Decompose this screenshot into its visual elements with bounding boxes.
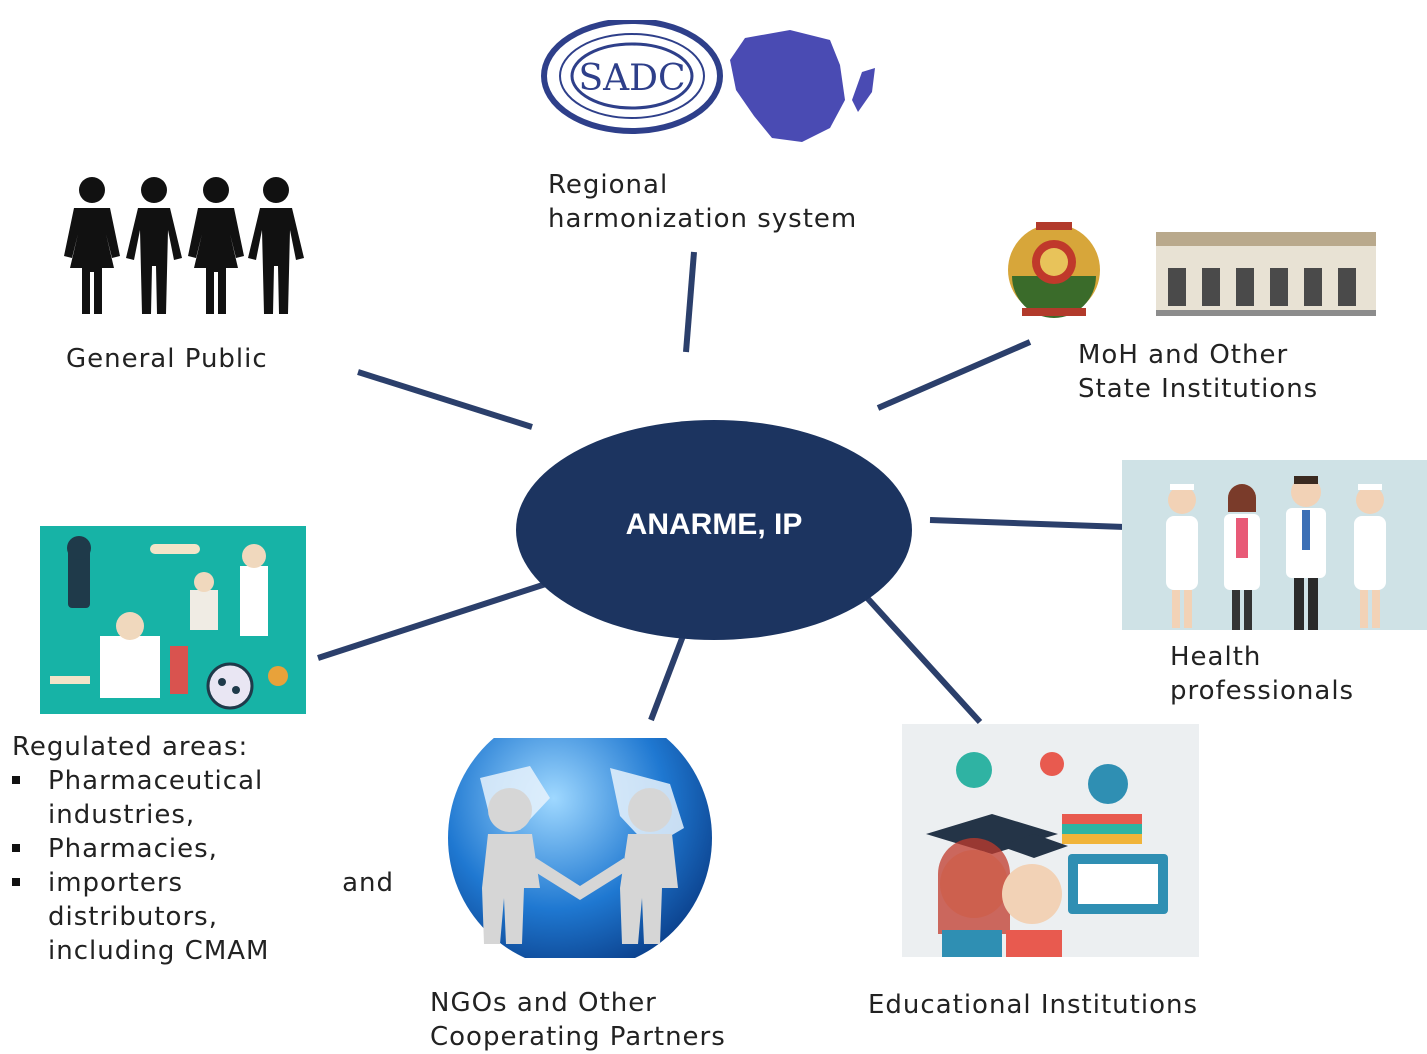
people-silhouettes-icon bbox=[64, 177, 304, 314]
sadc-logo: SADC bbox=[541, 20, 875, 142]
list-item: Pharmaceutical industries, bbox=[12, 764, 394, 832]
list-item: importers and distributors, including CM… bbox=[12, 866, 394, 968]
edge-moh bbox=[876, 339, 1032, 411]
public-label: General Public bbox=[66, 344, 268, 374]
health-professionals-illustration bbox=[1122, 460, 1427, 630]
moh-images bbox=[1008, 222, 1376, 318]
edge-regulated bbox=[317, 577, 559, 661]
moh-label: MoH and Other State Institutions bbox=[1078, 340, 1319, 404]
africa-map bbox=[730, 30, 845, 142]
svg-text:SADC: SADC bbox=[578, 58, 685, 99]
education-label: Educational Institutions bbox=[868, 990, 1198, 1020]
edge-public bbox=[357, 369, 533, 430]
edge-ngo bbox=[648, 626, 689, 722]
regional-label: Regional harmonization system bbox=[548, 170, 858, 234]
list-item: Pharmacies, bbox=[12, 832, 394, 866]
ministry-building bbox=[1156, 232, 1376, 316]
ngo-label: NGOs and Other Cooperating Partners bbox=[430, 988, 726, 1052]
edge-regional bbox=[683, 251, 697, 353]
regulated-title: Regulated areas: bbox=[12, 732, 249, 762]
center-label: ANARME, IP bbox=[625, 508, 803, 541]
pharma-lab-illustration bbox=[40, 526, 306, 714]
center-hub bbox=[516, 420, 912, 640]
education-illustration bbox=[902, 724, 1199, 957]
regulated-areas: Regulated areas: Pharmaceutical industri… bbox=[12, 730, 394, 968]
mozambique-emblem bbox=[1008, 222, 1100, 318]
edge-health bbox=[929, 517, 1126, 530]
health-label: Health professionals bbox=[1170, 642, 1355, 706]
edge-education bbox=[857, 587, 983, 725]
regulated-list: Pharmaceutical industries, Pharmacies, i… bbox=[12, 764, 394, 968]
globe-handshake-illustration bbox=[448, 738, 712, 958]
